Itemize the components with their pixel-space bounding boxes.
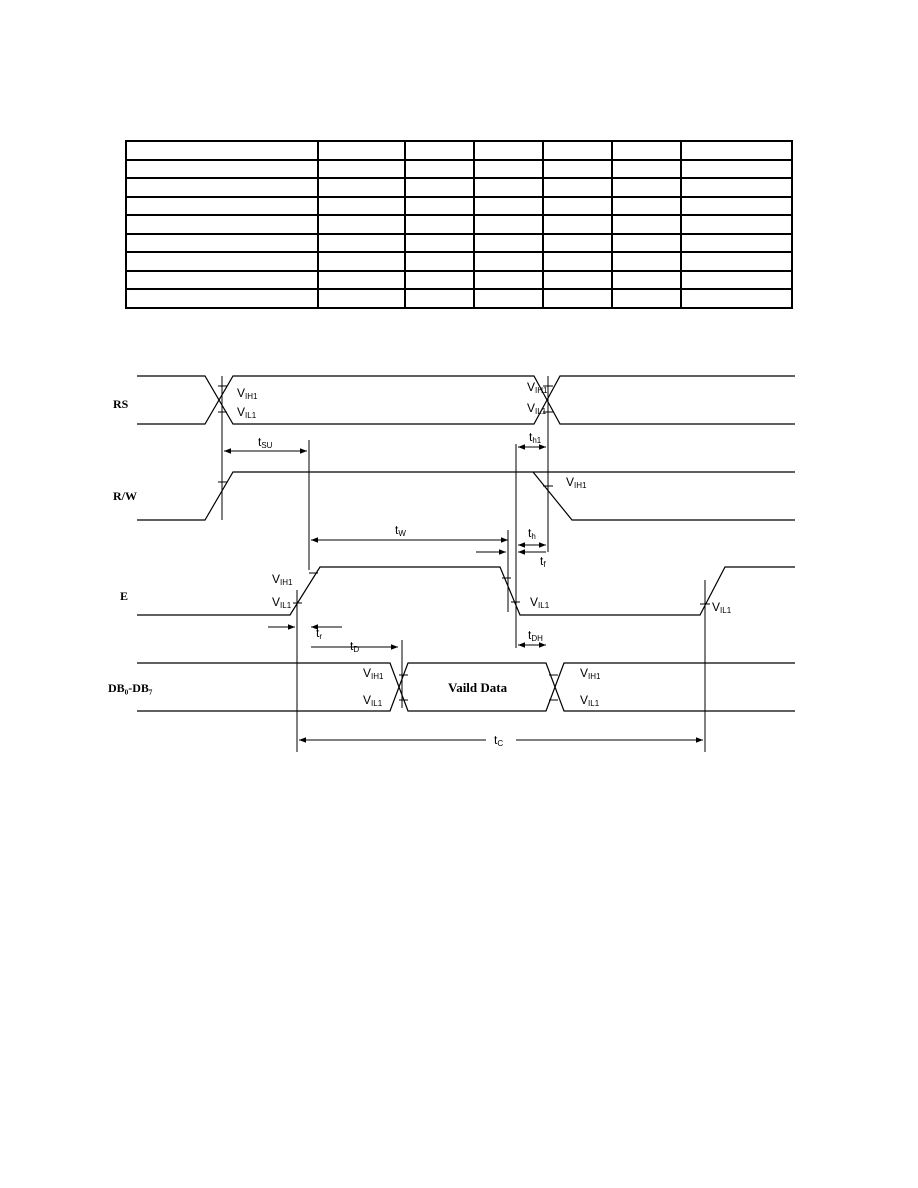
tf-label: tf [540, 554, 546, 569]
db-waveform [137, 662, 795, 712]
rw-waveform [137, 471, 795, 552]
tw-label: tW [395, 523, 406, 538]
td-label: tD [350, 639, 359, 654]
rs-vih1-label: VIH1 [237, 386, 258, 401]
db-vil1-label: VIL1 [363, 693, 383, 708]
rw-vih1-label: VIH1 [566, 475, 587, 490]
tdh-label: tDH [528, 628, 543, 643]
timing-characteristics-table [125, 140, 793, 309]
table-row [125, 288, 793, 309]
tsu-dimension [224, 440, 310, 570]
table-row [125, 232, 793, 254]
rs-vil1-label-2: VIL1 [527, 401, 547, 416]
th-label: th [528, 526, 536, 541]
rs-waveform [137, 375, 795, 472]
table-row [125, 177, 793, 198]
rs-label: RS [113, 397, 129, 411]
valid-data-label: Vaild Data [448, 680, 508, 695]
table-row [125, 214, 793, 235]
e-vil1-label-3: VIL1 [712, 600, 732, 615]
db-vih1-label-2: VIH1 [580, 666, 601, 681]
table-row [125, 195, 793, 217]
e-waveform [137, 566, 795, 752]
rw-label: R/W [113, 489, 137, 503]
e-vih1-label: VIH1 [272, 572, 293, 587]
table-row [125, 140, 793, 161]
th1-label: th1 [529, 430, 542, 445]
tsu-label: tSU [258, 435, 273, 450]
e-vil1-label: VIL1 [272, 595, 292, 610]
tr-label: tr [316, 626, 322, 641]
e-vil1-label-2: VIL1 [530, 595, 550, 610]
rs-vil1-label: VIL1 [237, 405, 257, 420]
db-vih1-label: VIH1 [363, 666, 384, 681]
db-label: DB₀-DB₇ [108, 681, 153, 695]
tw-dimension [311, 530, 509, 612]
db-vil1-label-2: VIL1 [580, 693, 600, 708]
th1-dimension [515, 444, 546, 648]
e-label: E [120, 589, 128, 603]
tc-label: tC [494, 733, 503, 748]
table-row [125, 251, 793, 272]
